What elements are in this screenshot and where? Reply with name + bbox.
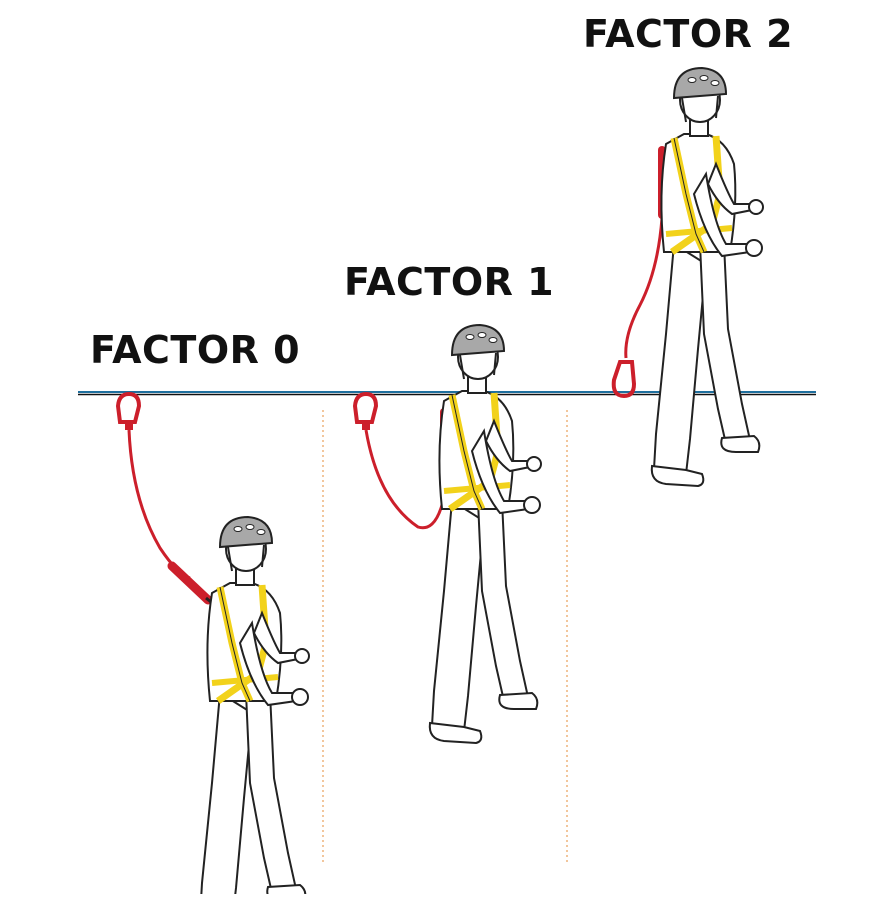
lanyard-factor-1 [353,392,448,530]
climber-factor-0 [198,517,309,894]
lanyard-factor-0 [116,392,217,608]
climber-factor-1 [430,325,541,743]
label-factor-1: FACTOR 1 [344,260,555,304]
climber-factor-2 [652,68,763,486]
label-factor-2: FACTOR 2 [583,12,794,56]
lanyard-factor-2 [611,146,666,399]
label-factor-0: FACTOR 0 [90,328,301,372]
